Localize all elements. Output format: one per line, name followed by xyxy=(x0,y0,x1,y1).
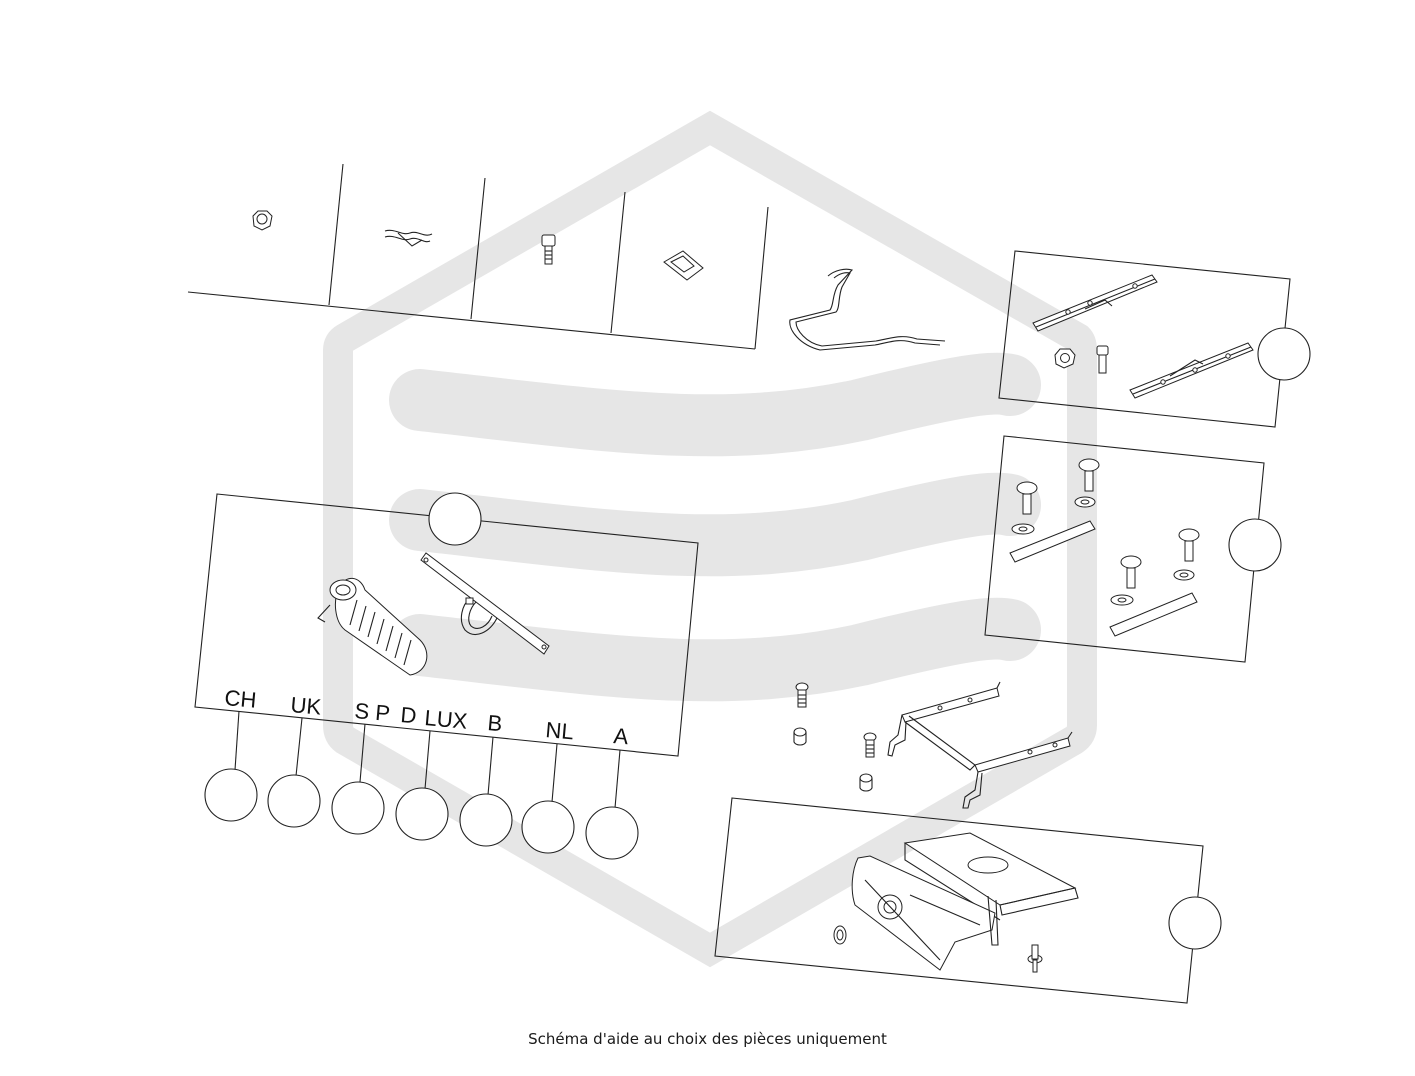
callout-d-lux[interactable] xyxy=(395,787,449,841)
country-label-a: A xyxy=(613,723,630,749)
watermark-logo xyxy=(323,110,1097,968)
support-frame-group xyxy=(793,681,1073,809)
country-label-sp: S P xyxy=(354,698,392,726)
country-label-lux: LUX xyxy=(424,705,469,734)
strap-bar-icon xyxy=(420,552,550,655)
spacer-icon xyxy=(793,727,807,746)
rail-kit-box xyxy=(998,250,1291,428)
screw-icon xyxy=(795,682,809,708)
spacer-icon-2 xyxy=(859,773,873,792)
nut-icon xyxy=(252,210,273,231)
callout-uk[interactable] xyxy=(267,774,321,828)
washer-icon xyxy=(833,925,847,945)
diagram-caption: Schéma d'aide au choix des pièces unique… xyxy=(528,1030,887,1048)
country-label-uk: UK xyxy=(290,692,323,720)
top-parts-strip xyxy=(187,163,769,350)
fixing-kit-box xyxy=(984,435,1265,663)
country-label-ch: CH xyxy=(224,685,258,713)
carrier-plate-icon xyxy=(851,832,1079,971)
fixing-kit-callout[interactable] xyxy=(1228,518,1282,572)
carrier-plate-callout[interactable] xyxy=(1168,896,1222,950)
heated-grip-icon xyxy=(317,577,428,676)
rail-kit-callout[interactable] xyxy=(1257,327,1311,381)
callout-b[interactable] xyxy=(459,793,513,847)
country-leader-lines xyxy=(234,710,621,809)
clip-nut-icon xyxy=(663,250,704,281)
callout-ch[interactable] xyxy=(204,768,258,822)
callout-sp[interactable] xyxy=(331,781,385,835)
callout-nl[interactable] xyxy=(521,800,575,854)
spring-clip-icon xyxy=(384,229,433,247)
country-callouts xyxy=(204,768,639,860)
country-label-nl: NL xyxy=(545,717,575,744)
country-label-d: D xyxy=(400,702,418,728)
country-labels: CH UK S P D LUX B NL A xyxy=(224,685,630,749)
bolt-icon xyxy=(541,234,556,265)
country-label-b: B xyxy=(487,710,504,736)
support-frame-icon xyxy=(887,681,1073,809)
grip-strap-callout[interactable] xyxy=(428,492,482,546)
rivet-icon xyxy=(1027,944,1043,973)
wire-bracket-icon xyxy=(789,268,946,351)
carrier-plate-box xyxy=(714,797,1204,1004)
grip-strap-box xyxy=(194,493,699,757)
screw-icon-2 xyxy=(863,732,877,758)
callout-a[interactable] xyxy=(585,806,639,860)
